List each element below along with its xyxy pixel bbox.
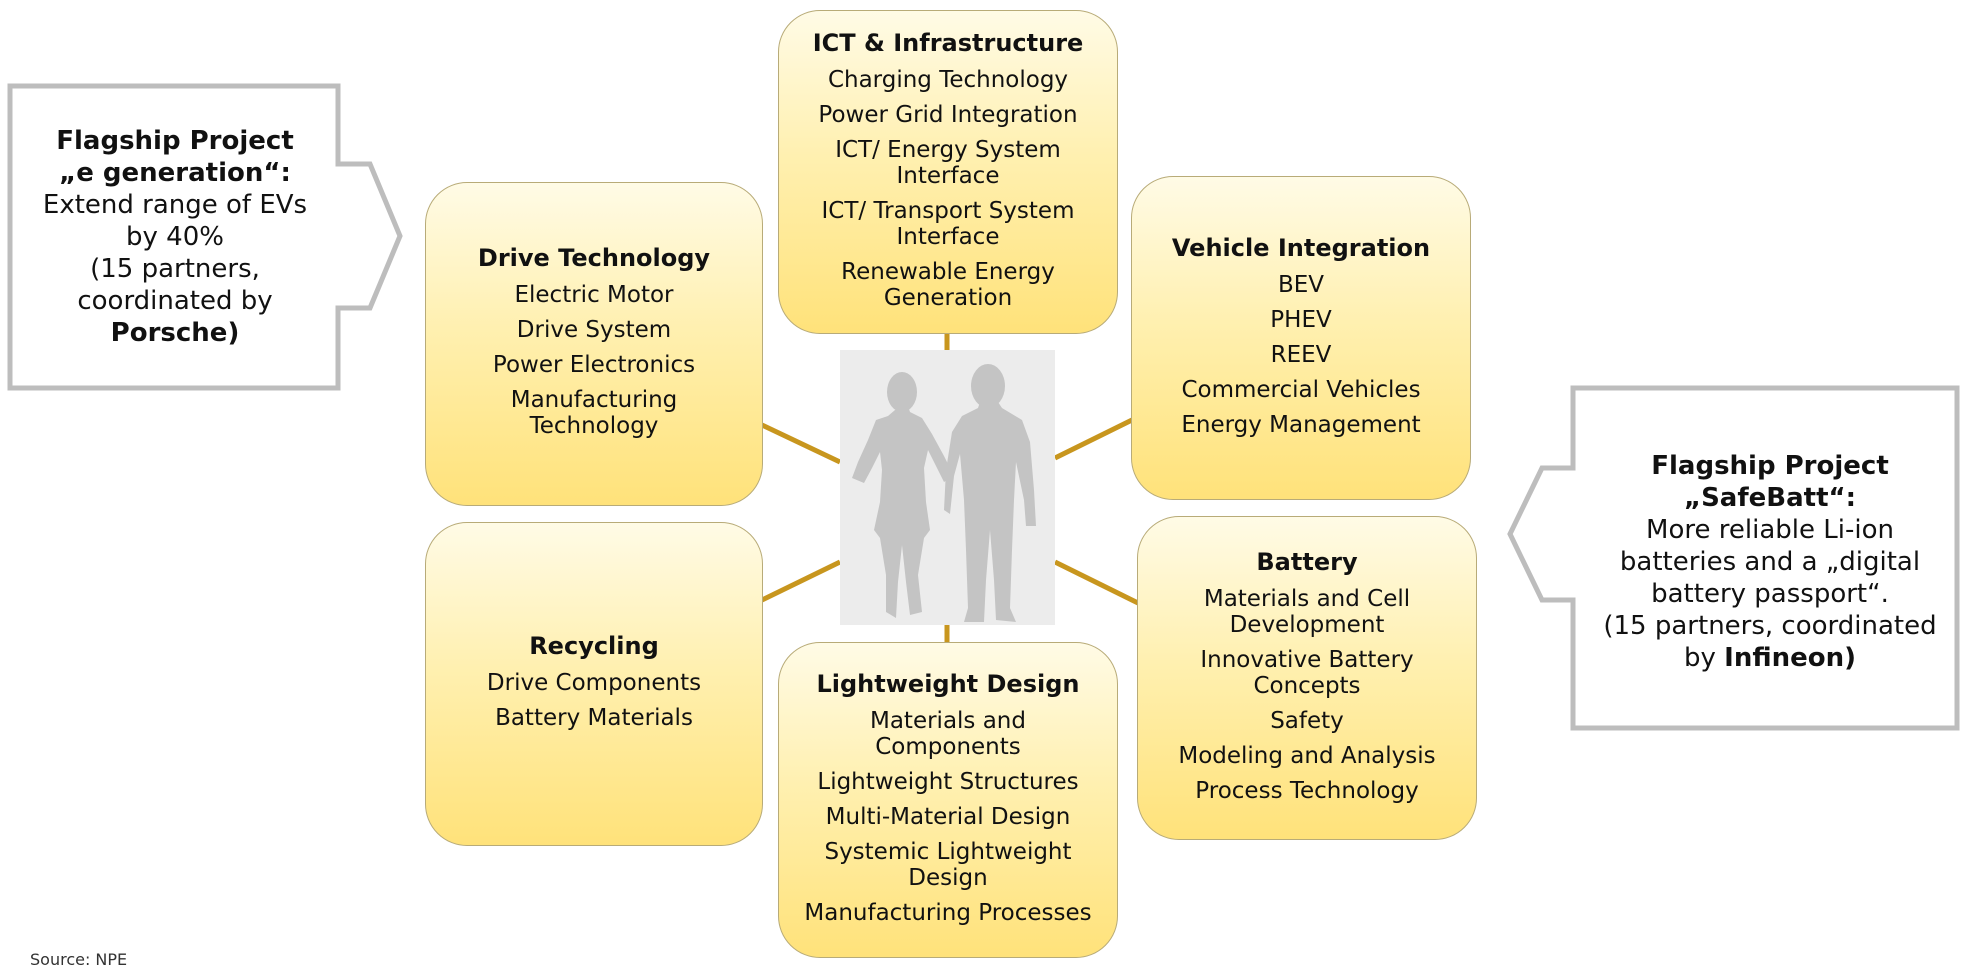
box-battery: Battery Materials and Cell Development I… <box>1137 516 1477 840</box>
callout-right-shape <box>1507 385 1960 731</box>
callout-bold: Infineon) <box>1724 643 1856 673</box>
callout-line: by 40% <box>126 222 224 252</box>
box-title: Drive Technology <box>477 244 711 272</box>
connector-battery <box>1053 559 1140 606</box>
box-ict-infrastructure: ICT & Infrastructure Charging Technology… <box>778 10 1118 334</box>
box-item: ICT/ Transport System Interface <box>821 197 1075 250</box>
box-title: Lightweight Design <box>816 669 1080 698</box>
callout-line: Extend range of EVs <box>42 190 308 220</box>
box-item: Systemic Lightweight Design <box>824 838 1072 891</box>
source-note: Source: NPE <box>30 950 128 969</box>
callout-line: batteries and a „digital <box>1619 547 1921 577</box>
box-item: Battery Materials <box>495 705 693 731</box>
callout-line: (15 partners, coordinated <box>1603 611 1937 641</box>
connector-vehicle <box>1053 417 1134 461</box>
box-item: Electric Motor <box>514 282 674 308</box>
callout-title: „SafeBatt“: <box>1683 483 1856 513</box>
box-item: Manufacturing Technology <box>510 387 678 439</box>
connector-drive <box>760 422 842 465</box>
box-item: Power Electronics <box>492 352 696 378</box>
box-item: Materials and Cell Development <box>1203 585 1411 638</box>
silhouette-icon <box>852 364 1036 622</box>
box-title: Recycling <box>529 632 659 660</box>
box-drive-technology: Drive Technology Electric Motor Drive Sy… <box>425 182 763 506</box>
box-vehicle-integration: Vehicle Integration BEV PHEV REEV Commer… <box>1131 176 1471 500</box>
box-item: Safety <box>1270 707 1344 734</box>
callout-bold: Porsche) <box>110 318 240 348</box>
box-recycling: Recycling Drive Components Battery Mater… <box>425 522 763 846</box>
callout-line: coordinated by <box>77 286 273 316</box>
callout-left-shape <box>7 83 403 391</box>
box-item: Charging Technology <box>827 66 1069 93</box>
callout-line: (15 partners, <box>90 254 260 284</box>
box-title: Vehicle Integration <box>1171 233 1431 262</box>
callout-title: Flagship Project <box>56 126 294 156</box>
box-item: Modeling and Analysis <box>1178 742 1436 769</box>
callout-right-text: Flagship Project „SafeBatt“: More reliab… <box>1585 450 1955 674</box>
box-item: Innovative Battery Concepts <box>1200 646 1414 699</box>
box-item: REEV <box>1270 341 1332 368</box>
box-item: BEV <box>1277 271 1325 298</box>
callout-title: „e generation“: <box>59 158 291 188</box>
box-lightweight-design: Lightweight Design Materials and Compone… <box>778 642 1118 958</box>
box-item: Manufacturing Processes <box>804 899 1092 926</box>
box-title: Battery <box>1256 547 1358 576</box>
people-silhouette-image <box>840 350 1055 625</box>
box-item: Drive System <box>516 317 672 343</box>
callout-title: Flagship Project <box>1651 451 1889 481</box>
callout-left-text: Flagship Project „e generation“: Extend … <box>20 125 330 349</box>
box-item: Process Technology <box>1195 777 1419 804</box>
box-item: Renewable Energy Generation <box>841 258 1055 311</box>
box-item: ICT/ Energy System Interface <box>835 136 1061 189</box>
box-item: Power Grid Integration <box>818 101 1078 128</box>
box-title: ICT & Infrastructure <box>812 28 1084 57</box>
box-item: Multi-Material Design <box>825 803 1071 830</box>
box-item: PHEV <box>1270 306 1332 333</box>
callout-line: by <box>1683 643 1725 673</box>
box-item: Commercial Vehicles <box>1181 376 1421 403</box>
callout-line: battery passport“. <box>1651 579 1889 609</box>
box-item: Drive Components <box>486 670 702 696</box>
callout-line: More reliable Li-ion <box>1646 515 1894 545</box>
box-item: Materials and Components <box>869 707 1026 760</box>
box-item: Lightweight Structures <box>817 768 1079 795</box>
connector-recycling <box>760 559 842 603</box>
box-item: Energy Management <box>1181 411 1421 438</box>
